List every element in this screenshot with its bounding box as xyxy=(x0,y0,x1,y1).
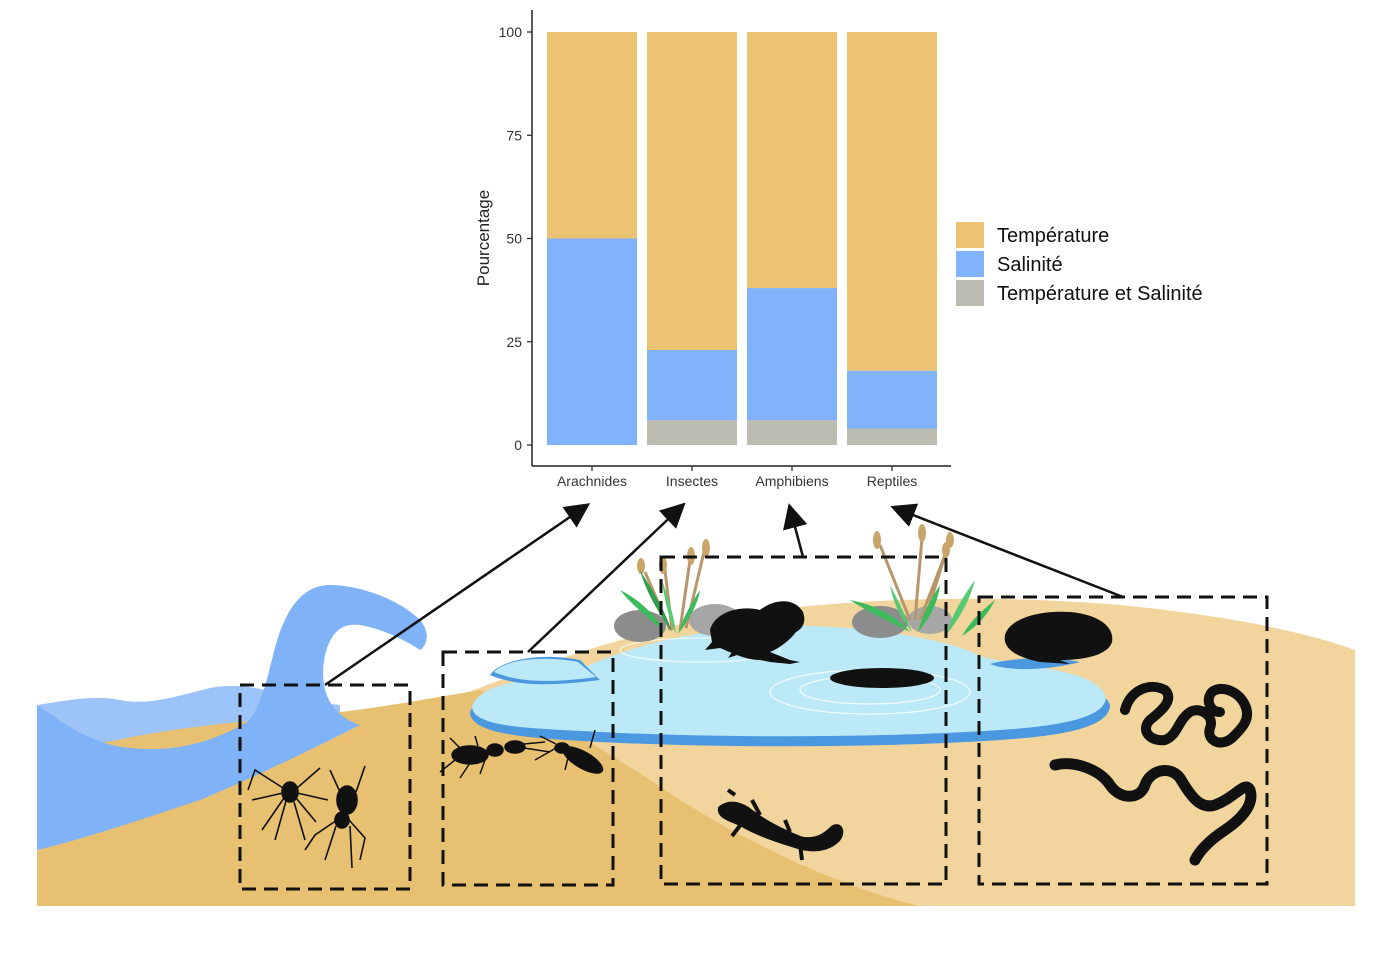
y-tick-label: 75 xyxy=(506,127,522,143)
amphibiens-box xyxy=(659,555,948,886)
x-tick-label: Reptiles xyxy=(867,473,918,489)
y-tick-label: 25 xyxy=(506,334,522,350)
y-ticks: 0 25 50 75 100 xyxy=(499,24,532,453)
x-tick-label: Amphibiens xyxy=(755,473,828,489)
bar-insectes-series-1 xyxy=(647,350,737,421)
rock xyxy=(908,606,952,634)
y-tick-label: 100 xyxy=(499,24,523,40)
bar-arachnides-series-1 xyxy=(547,238,637,445)
tadpole-silhouette xyxy=(830,668,934,688)
x-tick-label: Insectes xyxy=(666,473,718,489)
beetle-silhouettes xyxy=(439,729,604,779)
snake-silhouettes xyxy=(1049,681,1257,866)
spider-silhouettes xyxy=(247,765,366,869)
legend-swatch xyxy=(956,280,984,306)
x-ticks: Arachnides Insectes Amphibiens Reptiles xyxy=(557,466,917,489)
legend-label: Température et Salinité xyxy=(997,283,1203,305)
bar-reptiles-series-0 xyxy=(847,428,937,445)
reeds-left xyxy=(620,539,710,634)
bar-amphibiens-series-2 xyxy=(747,32,837,289)
bars xyxy=(547,32,937,445)
bar-insectes-series-2 xyxy=(647,32,737,351)
y-tick-label: 50 xyxy=(506,231,522,247)
arrow-arachnides xyxy=(324,503,591,687)
legend-label: Salinité xyxy=(997,254,1063,276)
ecosystem-illustration xyxy=(37,502,1355,906)
stacked-bar-chart: 0 25 50 75 100 Arachnides Insectes Amphibiens R… xyxy=(474,10,1203,489)
bar-arachnides-series-2 xyxy=(547,32,637,239)
insectes-box xyxy=(441,650,615,887)
x-tick-label: Arachnides xyxy=(557,473,627,489)
legend-label: Température xyxy=(997,225,1109,247)
bar-amphibiens-series-1 xyxy=(747,288,837,421)
arrow-insectes xyxy=(527,502,686,653)
stream xyxy=(37,585,427,850)
legend-swatch xyxy=(956,222,984,248)
toad-silhouette xyxy=(1004,611,1113,664)
salamander-silhouette xyxy=(717,788,844,861)
y-tick-label: 0 xyxy=(514,437,522,453)
bar-reptiles-series-1 xyxy=(847,370,937,429)
rock xyxy=(852,606,908,638)
legend-swatch xyxy=(956,251,984,277)
pond-bay-surface xyxy=(494,658,596,681)
ripple xyxy=(619,637,781,663)
bar-reptiles-series-2 xyxy=(847,32,937,371)
arrow-amphibiens xyxy=(783,503,808,558)
arrow-reptiles xyxy=(890,503,1124,599)
arachnides-box xyxy=(238,683,412,891)
bar-amphibiens-series-0 xyxy=(747,420,837,445)
bar-insectes-series-0 xyxy=(647,420,737,445)
y-axis-label: Pourcentage xyxy=(474,190,493,286)
frog-silhouette xyxy=(705,601,805,664)
reeds-right xyxy=(850,524,995,636)
